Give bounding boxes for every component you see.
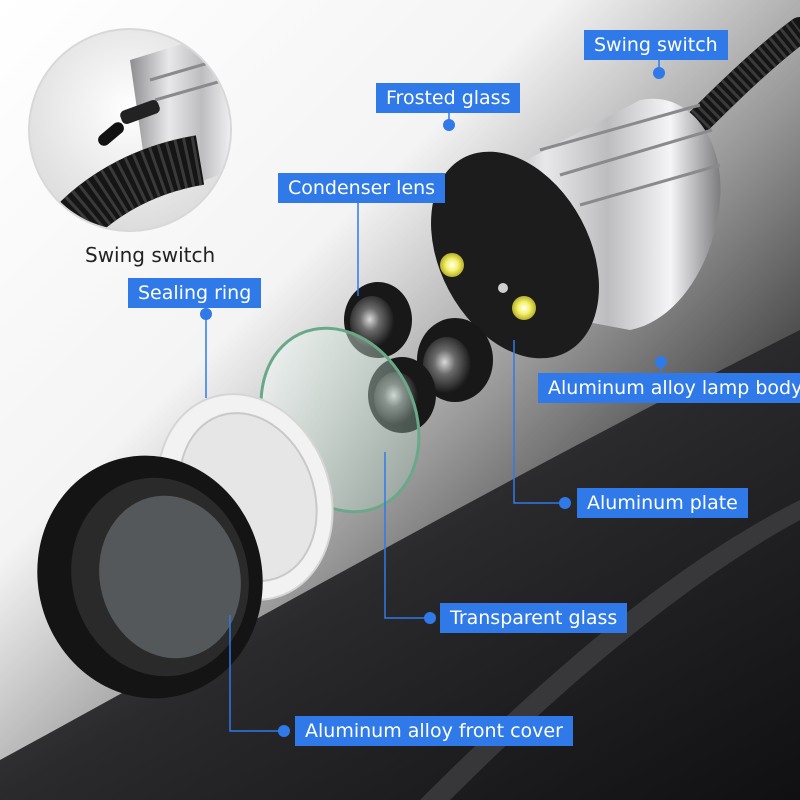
label-lamp-body: Aluminum alloy lamp body [538, 373, 800, 403]
led-1 [440, 253, 464, 277]
label-frosted-glass: Frosted glass [376, 83, 520, 113]
label-front-cover: Aluminum alloy front cover [295, 716, 573, 746]
label-aluminum-plate: Aluminum plate [577, 488, 748, 518]
led-2 [512, 296, 536, 320]
label-sealing-ring: Sealing ring [128, 278, 261, 308]
label-transparent-glass: Transparent glass [440, 603, 627, 633]
label-swing-switch: Swing switch [584, 30, 728, 60]
inset-caption: Swing switch [85, 243, 215, 267]
label-condenser-lens: Condenser lens [278, 173, 445, 203]
